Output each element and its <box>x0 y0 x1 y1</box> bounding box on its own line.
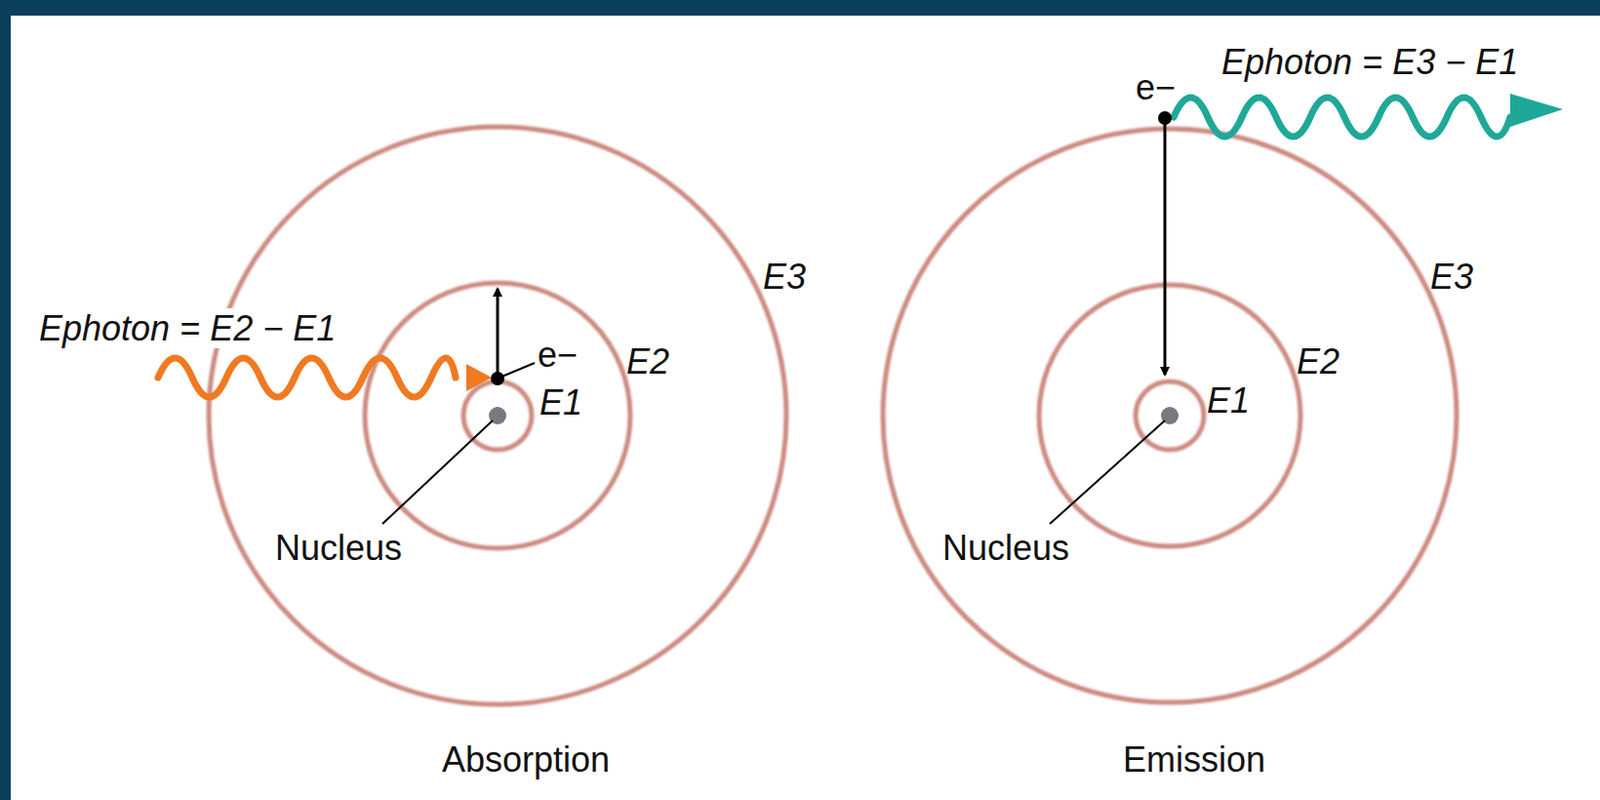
nucleus-label: Nucleus <box>942 527 1070 568</box>
electron-label: e− <box>537 334 578 375</box>
excitation-arrow <box>496 288 500 375</box>
level-label: E3 <box>762 256 806 297</box>
nucleus-label: Nucleus <box>275 527 402 568</box>
level-label: E3 <box>1430 256 1474 297</box>
orbits-right <box>882 128 1457 703</box>
photon-energy-label: Ephoton = E2 − E1 <box>35 308 340 349</box>
electron-dot <box>1158 111 1172 125</box>
photon-arrowhead <box>1510 93 1563 127</box>
photon-arrowhead <box>466 363 492 392</box>
level-label: E2 <box>1296 341 1340 382</box>
photon-energy-label: Ephoton = E3 − E1 <box>1221 41 1519 82</box>
electron-dot <box>490 371 505 386</box>
frame-left <box>0 0 11 800</box>
level-label: E2 <box>626 341 670 382</box>
electron-label: e− <box>1135 67 1176 108</box>
orbits-left <box>208 126 787 705</box>
leader-line <box>1049 420 1165 524</box>
leader-line <box>499 362 535 378</box>
panel-caption: Emission <box>1122 739 1266 780</box>
frame-top <box>0 0 1600 16</box>
photon-wave <box>1173 97 1511 137</box>
panel-caption: Absorption <box>441 739 610 780</box>
photon-wave <box>158 358 456 398</box>
level-label: E1 <box>1206 380 1250 421</box>
relaxation-arrow <box>1163 122 1167 375</box>
level-label: E1 <box>539 382 583 423</box>
leader-line <box>382 420 493 524</box>
